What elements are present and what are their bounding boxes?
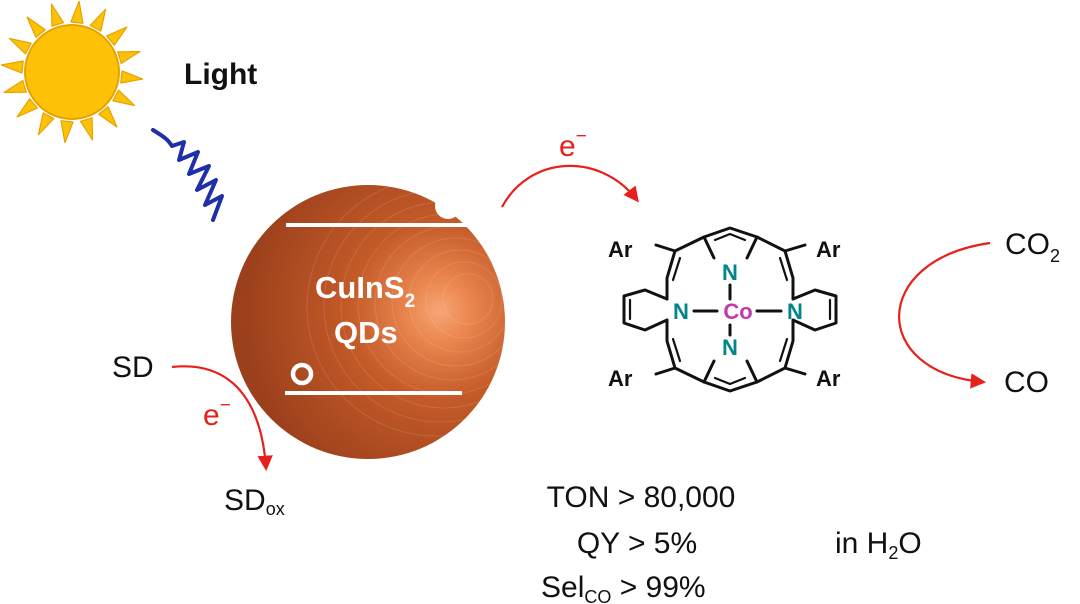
sun-ray [98, 105, 118, 128]
aryl-top-left: Ar [608, 237, 633, 262]
co2-label: CO2 [1005, 228, 1060, 266]
sun-ray [70, 0, 84, 24]
electron-label-bottom: e− [203, 395, 231, 432]
sun-ray [60, 120, 74, 144]
co-label: CO [1004, 366, 1049, 399]
sun-ray [16, 98, 39, 118]
qd-glow-contour [323, 189, 557, 423]
sun-ray [8, 37, 32, 55]
sun-ray [3, 79, 27, 94]
quantum-dot: CuInS2 QDs [231, 177, 566, 459]
reduction-arrow [898, 241, 991, 389]
nitrogen-bottom: N [722, 335, 738, 360]
sun-ray [117, 50, 141, 65]
cobalt-porphyrin-structure [622, 226, 838, 393]
nitrogen-right: N [787, 299, 803, 324]
sun-ray [89, 8, 107, 32]
sun-icon [0, 0, 144, 144]
ton-metric: TON > 80,000 [547, 481, 736, 514]
qy-metric: QY > 5% [577, 527, 697, 560]
sd-label: SD [112, 351, 154, 384]
qd-glow-contour [408, 249, 512, 353]
sd-ox-label: SDox [224, 484, 285, 519]
electron-transfer-arrow [501, 164, 639, 208]
sun-ray [120, 70, 144, 84]
sun-ray [50, 3, 65, 27]
nitrogen-left: N [673, 299, 689, 324]
selectivity-metric: SelCO > 99% [541, 571, 706, 604]
sun-ray [79, 117, 94, 141]
qd-glow-contour [425, 261, 503, 339]
sun-ray [26, 16, 46, 39]
qd-glow-contour [391, 237, 521, 367]
sun-ray [37, 112, 55, 136]
wavy-photon-icon [151, 128, 224, 222]
aryl-bottom-right: Ar [816, 366, 841, 391]
light-label: Light [184, 58, 257, 91]
solvent-label: in H2O [835, 527, 922, 563]
qd-label-line2: QDs [334, 315, 398, 350]
donor-arrow [171, 365, 273, 472]
qd-glow-contour [306, 177, 566, 437]
nitrogen-top: N [722, 260, 738, 285]
qd-glow-contour [442, 273, 494, 325]
cobalt-center: Co [723, 299, 752, 324]
electron-dot [435, 193, 461, 219]
hole-dot [290, 362, 314, 386]
sun-ray [105, 26, 128, 46]
aryl-top-right: Ar [816, 237, 841, 262]
sun-ray [0, 60, 24, 74]
sun-ray [112, 89, 136, 107]
aryl-bottom-left: Ar [608, 366, 633, 391]
qd-label-line1: CuInS2 [315, 270, 415, 312]
electron-label-top: e− [559, 126, 587, 163]
